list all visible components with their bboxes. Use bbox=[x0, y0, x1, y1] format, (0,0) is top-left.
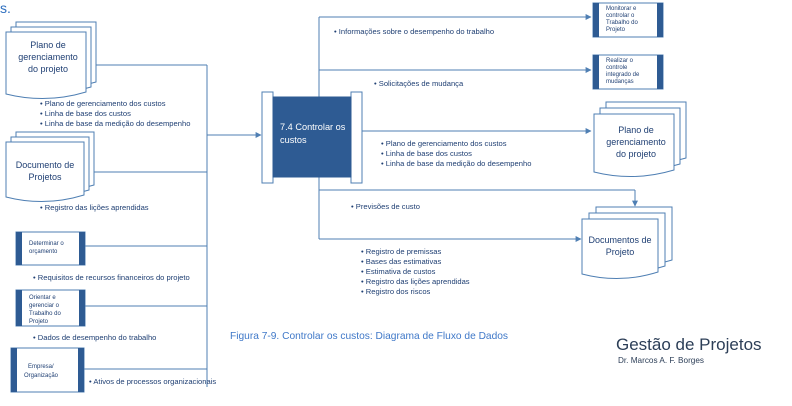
output-project-doc-bullets: • Registro de premissas • Bases das esti… bbox=[361, 247, 470, 296]
process-title-line2: custos bbox=[280, 135, 307, 145]
output-process-monitor-control[interactable]: Monitorar e controlar o Trabalho do Proj… bbox=[592, 2, 664, 38]
doc-label-line: Projeto bbox=[606, 247, 635, 257]
process-label-line: controlar o bbox=[606, 13, 635, 19]
process-label-line: Monitorar e bbox=[606, 6, 637, 12]
bullet-item: • Estimativa de custos bbox=[361, 267, 436, 276]
process-title-line1: 7.4 Controlar os bbox=[280, 122, 346, 132]
process-label-line: Determinar o bbox=[29, 241, 64, 247]
process-label-line: Empresa/ bbox=[28, 364, 54, 370]
doc-label-line: gerenciamento bbox=[606, 137, 666, 147]
input-plan-bullets: • Plano de gerenciamento dos custos • Li… bbox=[40, 99, 190, 128]
process-label-line: gerenciar o bbox=[29, 303, 60, 309]
doc-label-line: do projeto bbox=[28, 64, 68, 74]
bullet-item: • Ativos de processos organizacionais bbox=[89, 377, 216, 386]
figure-caption: Figura 7-9. Controlar os custos: Diagram… bbox=[230, 331, 508, 342]
output-plan-bullets: • Plano de gerenciamento dos custos • Li… bbox=[381, 139, 531, 168]
bullet-item: • Bases das estimativas bbox=[361, 257, 442, 266]
doc-label-line: Plano de bbox=[618, 125, 654, 135]
bullet-item: • Dados de desempenho do trabalho bbox=[33, 333, 156, 342]
output-plan-document: Plano de gerenciamento do projeto bbox=[593, 101, 687, 177]
process-label-line: Orientar e bbox=[29, 295, 56, 301]
input-process-determine-budget[interactable]: Determinar o orçamento bbox=[15, 231, 86, 266]
bullet-item: • Registro das lições aprendidas bbox=[361, 277, 470, 286]
bullet-item: • Linha de base da medição do desempenho bbox=[40, 119, 190, 128]
doc-label-line: Documento de bbox=[16, 160, 75, 170]
process-label-line: Trabalho do bbox=[606, 20, 638, 26]
process-control-costs[interactable]: 7.4 Controlar os custos bbox=[261, 91, 363, 184]
process-label-line: mudanças bbox=[606, 79, 634, 85]
bullet-item: • Solicitações de mudança bbox=[374, 79, 464, 88]
input-connectors bbox=[84, 64, 262, 387]
input-enterprise-organization[interactable]: Empresa/ Organização bbox=[10, 347, 85, 393]
process-label-line: Organização bbox=[24, 373, 59, 379]
process-label-line: Projeto bbox=[606, 27, 626, 33]
bullet-item: • Plano de gerenciamento dos custos bbox=[381, 139, 507, 148]
bullet-item: • Linha de base dos custos bbox=[40, 109, 131, 118]
bullet-item: • Previsões de custo bbox=[351, 202, 420, 211]
output-process-integrated-change-control[interactable]: Realizar o controle integrado de mudança… bbox=[592, 54, 664, 90]
bullet-item: • Informações sobre o desempenho do trab… bbox=[334, 27, 494, 36]
bullet-item: • Linha de base da medição do desempenho bbox=[381, 159, 531, 168]
process-label-line: Trabalho do bbox=[29, 311, 61, 317]
bullet-item: • Registro dos riscos bbox=[361, 287, 431, 296]
bullet-item: • Registro das lições aprendidas bbox=[40, 203, 149, 212]
bullet-item: • Requisitos de recursos financeiros do … bbox=[33, 273, 190, 282]
doc-label-line: do projeto bbox=[616, 149, 656, 159]
bullet-item: • Plano de gerenciamento dos custos bbox=[40, 99, 166, 108]
doc-label-line: Plano de bbox=[30, 40, 66, 50]
doc-label-line: gerenciamento bbox=[18, 52, 78, 62]
brand-title: Gestão de Projetos bbox=[616, 335, 762, 354]
doc-label-line: Projetos bbox=[28, 172, 62, 182]
output-project-documents: Documentos de Projeto bbox=[581, 206, 673, 280]
process-label-line: controle bbox=[606, 65, 628, 71]
clipped-heading-fragment: s. bbox=[0, 0, 11, 16]
output-connectors bbox=[318, 14, 638, 242]
bullet-item: • Registro de premissas bbox=[361, 247, 442, 256]
process-label-line: Realizar o bbox=[606, 58, 634, 64]
input-plan-document: Plano de gerenciamento do projeto bbox=[5, 21, 97, 99]
process-label-line: integrado de bbox=[606, 72, 640, 78]
process-label-line: Projeto bbox=[29, 319, 49, 325]
input-project-documents: Documento de Projetos bbox=[5, 131, 95, 203]
bullet-item: • Linha de base dos custos bbox=[381, 149, 472, 158]
input-process-direct-manage[interactable]: Orientar e gerenciar o Trabalho do Proje… bbox=[15, 289, 86, 327]
brand-author: Dr. Marcos A. F. Borges bbox=[618, 356, 704, 365]
doc-label-line: Documentos de bbox=[588, 235, 651, 245]
process-label-line: orçamento bbox=[29, 249, 58, 255]
